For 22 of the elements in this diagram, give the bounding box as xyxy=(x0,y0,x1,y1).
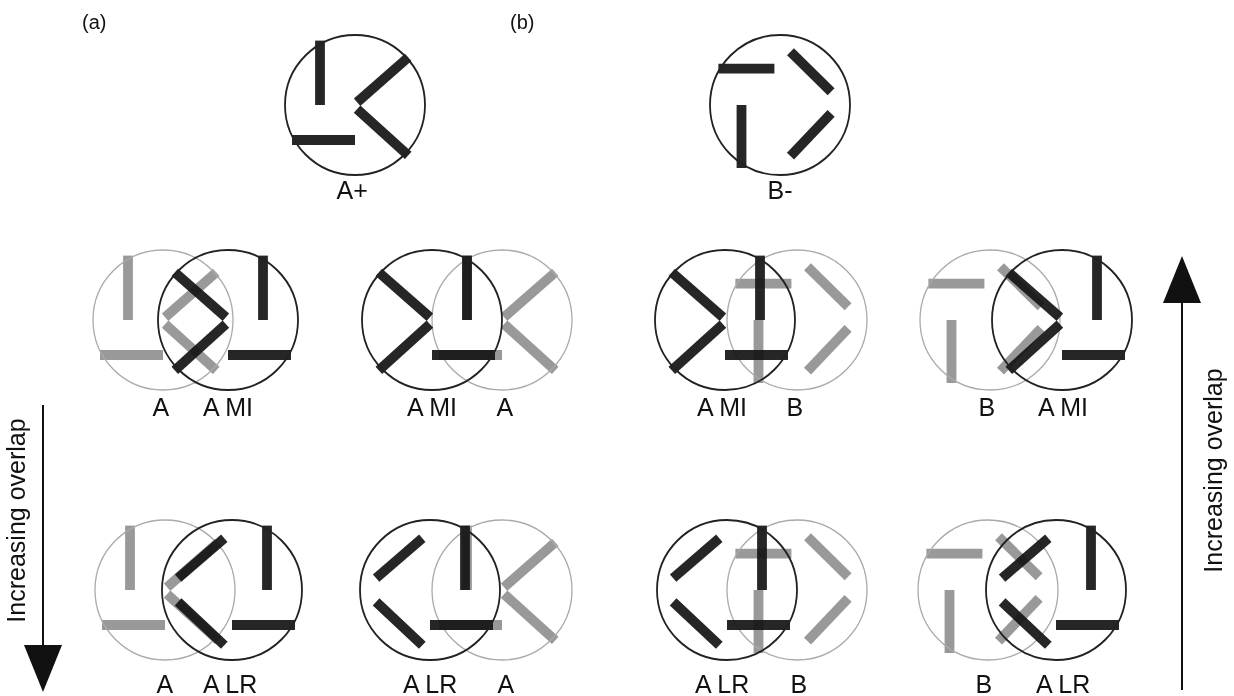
pattern-label: A LR xyxy=(403,672,458,696)
pattern-label: B- xyxy=(767,178,793,203)
pattern-label: A MI xyxy=(203,395,253,420)
pattern-label: A LR xyxy=(203,672,258,696)
axis-label: Increasing overlap xyxy=(1200,367,1226,573)
pattern-label: A MI xyxy=(407,395,457,420)
pattern-label: A MI xyxy=(697,395,747,420)
pattern-label: A LR xyxy=(695,672,750,696)
axis-label: Increasing overlap xyxy=(3,417,29,623)
pattern-label: A xyxy=(156,672,174,696)
pattern-label: A LR xyxy=(1036,672,1091,696)
pattern-label: B xyxy=(786,395,804,420)
panel-label: (a) xyxy=(82,12,107,32)
pattern-label: A xyxy=(152,395,170,420)
pattern-label: B xyxy=(978,395,996,420)
pattern-label: A+ xyxy=(336,178,368,203)
panel-label: (b) xyxy=(510,12,535,32)
pattern-label: A xyxy=(497,672,515,696)
pattern-label: B xyxy=(790,672,808,696)
pattern-label: A xyxy=(496,395,514,420)
pattern-label: B xyxy=(975,672,993,696)
pattern-label: A MI xyxy=(1038,395,1088,420)
